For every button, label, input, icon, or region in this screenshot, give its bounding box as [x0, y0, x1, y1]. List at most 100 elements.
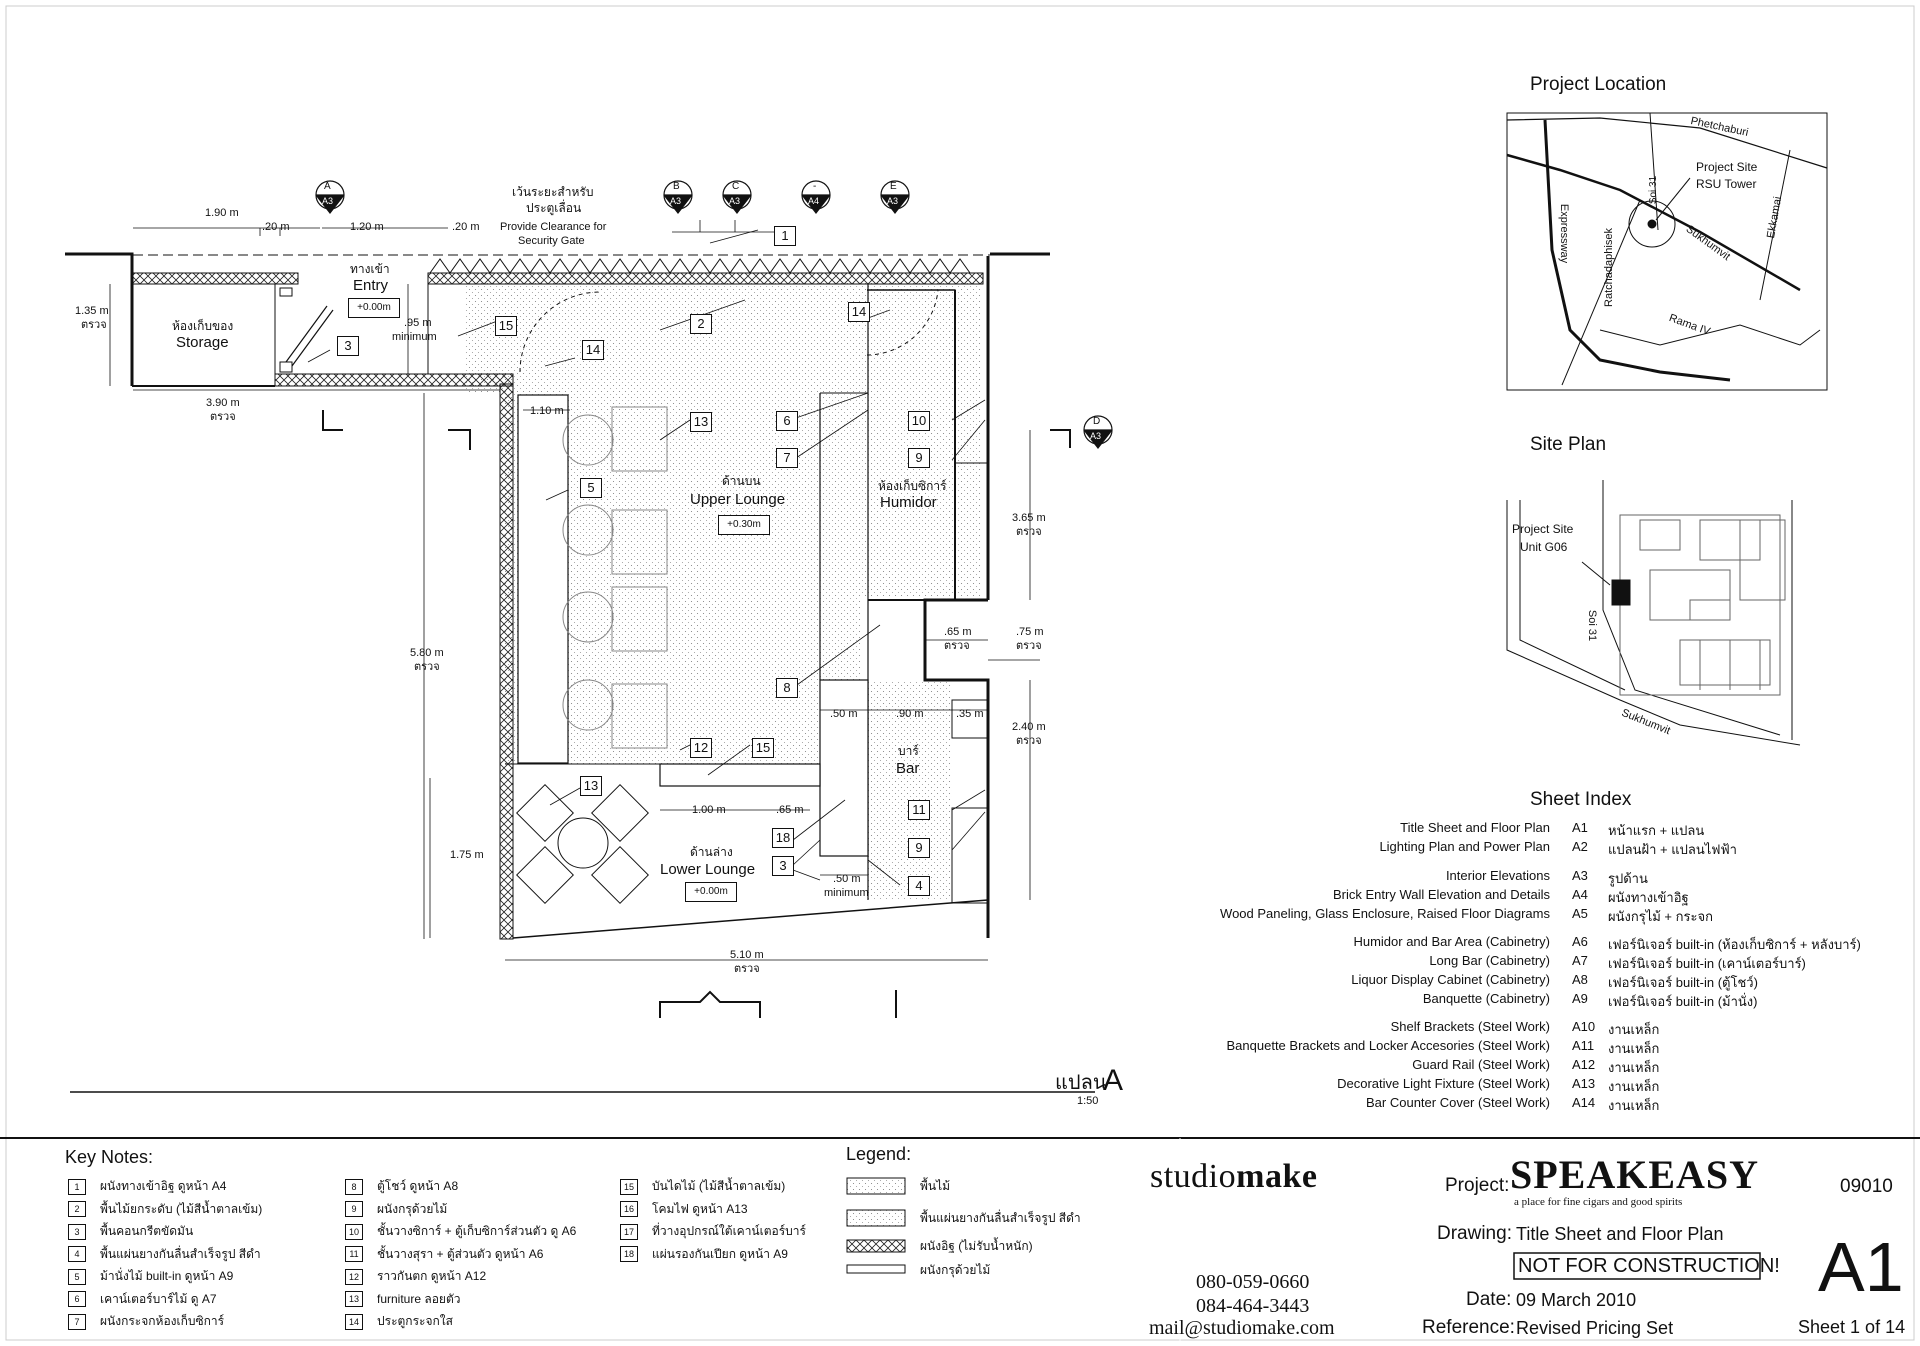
firm-phone-2: 084-464-3443 — [1196, 1295, 1310, 1317]
not-for-construction: NOT FOR CONSTRUCTION! — [1518, 1255, 1780, 1277]
dim-0-65-verify: ตรวจ — [944, 640, 970, 652]
plan-scale: 1:50 — [1077, 1095, 1099, 1107]
keynote-number: 5 — [68, 1268, 86, 1285]
keynote-number: 16 — [620, 1201, 638, 1218]
callout-3-lower: 3 — [772, 856, 794, 876]
site-plan — [1506, 480, 1801, 746]
keynote-item: 5 ม้านั่งไม้ built-in ดูหน้า A9 — [68, 1267, 233, 1286]
date-label: Date: — [1466, 1289, 1512, 1310]
drawing-name: Title Sheet and Floor Plan — [1516, 1224, 1724, 1244]
index-row-thai: งานเหล็ก — [1608, 1041, 1660, 1056]
index-row-code: A4 — [1572, 887, 1588, 902]
firm-email: mail@studiomake.com — [1149, 1317, 1335, 1339]
upper-label: Upper Lounge — [690, 491, 786, 508]
siteplan-title: Site Plan — [1530, 434, 1607, 455]
callout-5: 5 — [580, 478, 602, 498]
reference-label: Reference: — [1422, 1317, 1515, 1338]
callout-18: 18 — [772, 828, 794, 848]
dim-1-35-verify: ตรวจ — [81, 319, 107, 331]
index-row-title: Decorative Light Fixture (Steel Work) — [1337, 1076, 1550, 1091]
keynote-number: 13 — [345, 1291, 363, 1308]
section-a-sheet: A3 — [322, 196, 334, 206]
index-row-code: A3 — [1572, 868, 1588, 883]
keynote-number: 18 — [620, 1246, 638, 1263]
section-c-sheet: A3 — [729, 196, 741, 206]
location-site-1: Project Site — [1696, 160, 1758, 174]
project-tagline: a place for fine cigars and good spirits — [1514, 1196, 1683, 1208]
keynote-number: 12 — [345, 1268, 363, 1285]
index-row-code: A2 — [1572, 839, 1588, 854]
keynote-text: ราวกันตก ดูหน้า A12 — [377, 1269, 487, 1283]
section-d-sheet: A3 — [1090, 431, 1102, 441]
keynote-text: ม้านั่งไม้ built-in ดูหน้า A9 — [100, 1269, 234, 1283]
callout-10: 10 — [908, 411, 930, 431]
humidor-label: Humidor — [880, 494, 937, 511]
index-row-thai: งานเหล็ก — [1608, 1079, 1660, 1094]
dim-0-75-verify: ตรวจ — [1016, 640, 1042, 652]
section-b-top: B — [673, 181, 680, 192]
road-expressway: Expressway — [1558, 203, 1571, 264]
keynotes-title: Key Notes: — [65, 1147, 154, 1167]
index-row-code: A13 — [1572, 1076, 1596, 1091]
lower-thai: ด้านล่าง — [690, 845, 733, 859]
dim-0-35: .35 m — [956, 708, 984, 720]
siteplan-site-2: Unit G06 — [1520, 540, 1568, 554]
index-row-thai: งานเหล็ก — [1608, 1060, 1660, 1075]
clearance-thai-2: ประตูเลื่อน — [526, 201, 582, 215]
job-number: 09010 — [1840, 1176, 1893, 1197]
index-row-title: Liquor Display Cabinet (Cabinetry) — [1351, 972, 1550, 987]
reference-value: Revised Pricing Set — [1516, 1318, 1674, 1338]
dim-1-90: 1.90 m — [205, 207, 239, 219]
keynote-text: ผนังกรุด้วยไม้ — [377, 1201, 448, 1216]
road-ratchadaphisek: Ratchadaphisek — [1602, 228, 1615, 307]
humidor-thai: ห้องเก็บซิการ์ — [878, 479, 947, 493]
project-label: Project: — [1445, 1175, 1510, 1196]
dim-3-65-verify: ตรวจ — [1016, 526, 1042, 538]
keynote-number: 4 — [68, 1246, 86, 1263]
dim-1-35: 1.35 m — [75, 305, 109, 317]
keynote-number: 9 — [345, 1201, 363, 1218]
clearance-en-2: Security Gate — [518, 235, 585, 247]
firm-logo-bold: make — [1236, 1158, 1318, 1195]
keynote-text: ชั้นวางซิการ์ + ตู้เก็บซิการ์ส่วนตัว ดู … — [377, 1224, 577, 1238]
dim-0-50b: .50 m — [833, 873, 861, 885]
sheet-count: Sheet 1 of 14 — [1798, 1317, 1906, 1337]
callout-9-humidor: 9 — [908, 448, 930, 468]
index-row-title: Long Bar (Cabinetry) — [1429, 953, 1550, 968]
index-row-code: A14 — [1572, 1095, 1596, 1110]
index-row-title: Banquette (Cabinetry) — [1422, 991, 1550, 1006]
index-row-thai: หน้าแรก + แปลน — [1608, 823, 1705, 838]
index-row-thai: เฟอร์นิเจอร์ built-in (ม้านั่ง) — [1608, 994, 1758, 1009]
dim-5-80-verify: ตรวจ — [414, 661, 440, 673]
lower-level-tag: +0.00m — [685, 882, 737, 902]
legend-item-panel: ผนังกรุด้วยไม้ — [920, 1263, 991, 1277]
callout-3-storage: 3 — [337, 336, 359, 356]
keynote-item: 9 ผนังกรุด้วยไม้ — [345, 1200, 447, 1219]
clearance-en-1: Provide Clearance for — [500, 221, 607, 233]
index-row-code: A9 — [1572, 991, 1588, 1006]
index-row-thai: เฟอร์นิเจอร์ built-in (ตู้โชว์) — [1608, 975, 1758, 990]
keynote-number: 6 — [68, 1291, 86, 1308]
section-c-top: C — [732, 181, 740, 192]
dim-0-90: .90 m — [896, 708, 924, 720]
index-row-code: A5 — [1572, 906, 1588, 921]
index-row-title: Bar Counter Cover (Steel Work) — [1366, 1095, 1550, 1110]
keynote-text: โคมไฟ ดูหน้า A13 — [652, 1201, 748, 1216]
index-row-code: A10 — [1572, 1019, 1596, 1034]
section-dash-sheet: A4 — [808, 196, 820, 206]
keynote-text: แผ่นรองกันเปียก ดูหน้า A9 — [652, 1246, 788, 1261]
index-title: Sheet Index — [1530, 789, 1632, 810]
plan-title-thai: แปลน — [1055, 1072, 1107, 1094]
keynote-number: 7 — [68, 1313, 86, 1330]
index-row-title: Guard Rail (Steel Work) — [1412, 1057, 1550, 1072]
siteplan-soi31: Soi 31 — [1586, 609, 1599, 642]
callout-12: 12 — [690, 738, 712, 758]
legend-swatches — [846, 1177, 906, 1274]
callout-14-entry: 14 — [582, 340, 604, 360]
section-e-sheet: A3 — [887, 196, 899, 206]
